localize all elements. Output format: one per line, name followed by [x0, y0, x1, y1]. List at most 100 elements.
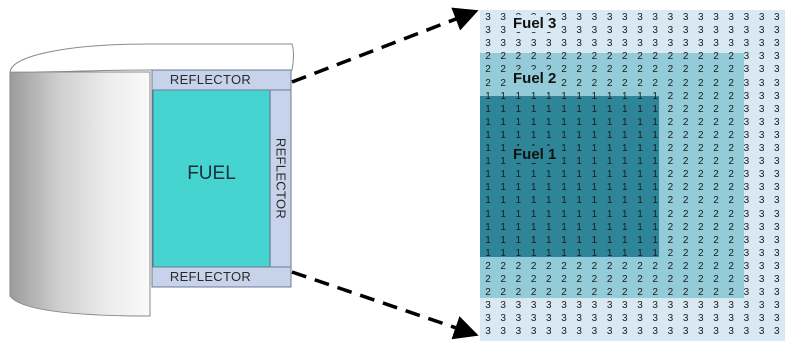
zone-cell: 1 — [561, 247, 567, 259]
zone-cell: 2 — [667, 156, 674, 168]
zone-cell: 1 — [576, 195, 582, 207]
zone-cell: 3 — [576, 300, 582, 312]
zone-cell: 3 — [500, 12, 506, 23]
zone-cell: 2 — [698, 64, 704, 76]
zone-cell: 1 — [500, 221, 506, 233]
zone-cell: 1 — [546, 195, 552, 207]
zone-cell: 1 — [652, 90, 658, 102]
zone-cell: 2 — [515, 260, 522, 272]
zone-cell: 3 — [500, 313, 506, 325]
zone-cell: 2 — [728, 143, 734, 154]
zone-cell: 3 — [591, 300, 598, 312]
zone-cell: 3 — [485, 38, 491, 50]
zone-cell: 1 — [622, 234, 628, 246]
zone-cell: 2 — [546, 51, 552, 63]
zone-cell: 2 — [667, 116, 674, 128]
zone-cell: 2 — [728, 247, 734, 259]
zone-cell: 3 — [758, 287, 765, 299]
zone-cell: 3 — [743, 38, 750, 50]
zone-cell: 1 — [591, 208, 598, 220]
zone-cell: 3 — [485, 12, 491, 23]
zone-cell: 3 — [758, 90, 765, 102]
zone-cell: 1 — [561, 195, 567, 207]
zone-cell: 2 — [728, 156, 734, 168]
zone-cell: 2 — [637, 287, 643, 299]
zone-cell: 1 — [652, 221, 658, 233]
zone-cell: 3 — [774, 38, 780, 50]
zone-cell: 3 — [561, 38, 567, 50]
zone-cell: 3 — [728, 326, 734, 338]
zone-cell: 2 — [682, 143, 689, 154]
zone-cell: 3 — [546, 300, 552, 312]
zone-cell: 2 — [713, 64, 719, 76]
zone-cell: 1 — [606, 208, 613, 220]
zone-cell: 1 — [485, 247, 491, 259]
zone-cell: 3 — [758, 234, 765, 246]
zone-cell: 3 — [743, 247, 750, 259]
zone-cell: 2 — [622, 274, 628, 285]
zone-cell: 1 — [591, 247, 598, 259]
zone-cell: 2 — [698, 51, 704, 63]
zone-cell: 3 — [774, 156, 780, 168]
zone-cell: 1 — [485, 221, 491, 233]
cylinder-body — [9, 71, 151, 317]
zone-cell: 2 — [546, 274, 552, 285]
zone-cell: 1 — [500, 116, 506, 128]
zone-cell: 1 — [652, 195, 658, 207]
zone-cell: 3 — [698, 326, 704, 338]
zone-cell: 1 — [637, 90, 643, 102]
zone-cell: 2 — [728, 208, 734, 220]
zone-cell: 2 — [485, 51, 491, 63]
zone-cell: 2 — [561, 287, 567, 299]
zone-cell: 2 — [591, 77, 598, 89]
zone-cell: 3 — [743, 12, 750, 23]
zone-cell: 3 — [758, 247, 765, 259]
zone-cell: 2 — [682, 182, 689, 194]
zone-cell: 2 — [637, 64, 643, 76]
zone-cell: 2 — [698, 129, 704, 141]
zone-cell: 2 — [667, 143, 674, 154]
zone-cell: 3 — [743, 182, 750, 194]
zone-cell: 1 — [606, 156, 613, 168]
zone-cell: 1 — [546, 116, 552, 128]
zone-cell: 2 — [561, 51, 567, 63]
zone-cell: 3 — [774, 116, 780, 128]
zone-cell: 3 — [743, 25, 750, 37]
zoom-arrow-top — [291, 7, 479, 84]
zone-cell: 1 — [500, 234, 506, 246]
zone-cell: 3 — [758, 208, 765, 220]
zone-cell: 3 — [774, 313, 780, 325]
zone-cell: 3 — [743, 300, 750, 312]
zone-cell: 3 — [652, 25, 658, 37]
zone-cell: 1 — [591, 90, 598, 102]
zone-cell: 2 — [728, 51, 734, 63]
zone-cell: 1 — [485, 208, 491, 220]
reflector-top-label: REFLECTOR — [169, 72, 252, 87]
zone-cell: 3 — [758, 300, 765, 312]
zone-cell: 2 — [682, 247, 689, 259]
zone-cell: 2 — [698, 77, 704, 89]
zone-cell: 2 — [667, 208, 674, 220]
zone-cell: 1 — [637, 116, 643, 128]
zone-cell: 3 — [774, 300, 780, 312]
zone-cell: 3 — [606, 326, 613, 338]
zone-cell: 3 — [637, 326, 643, 338]
zone-cell: 3 — [758, 12, 765, 23]
zone-cell: 2 — [713, 143, 719, 154]
zone-cell: 1 — [485, 195, 491, 207]
zone-cell: 2 — [652, 51, 658, 63]
zone-cell: 3 — [515, 300, 522, 312]
zone-cell: 3 — [606, 38, 613, 50]
zone-cell: 3 — [758, 274, 765, 285]
zone-cell: 3 — [713, 326, 719, 338]
zone-cell: 1 — [561, 90, 567, 102]
cylinder-top — [9, 43, 294, 73]
zone-cell: 3 — [682, 313, 689, 325]
zone-cell: 1 — [500, 169, 506, 181]
zone-cell: 2 — [606, 287, 613, 299]
zone-cell: 3 — [500, 300, 506, 312]
zone-cell: 3 — [606, 25, 613, 37]
zone-cell: 2 — [561, 77, 567, 89]
zone-cell: 1 — [485, 103, 491, 115]
zone-cell: 3 — [774, 260, 780, 272]
